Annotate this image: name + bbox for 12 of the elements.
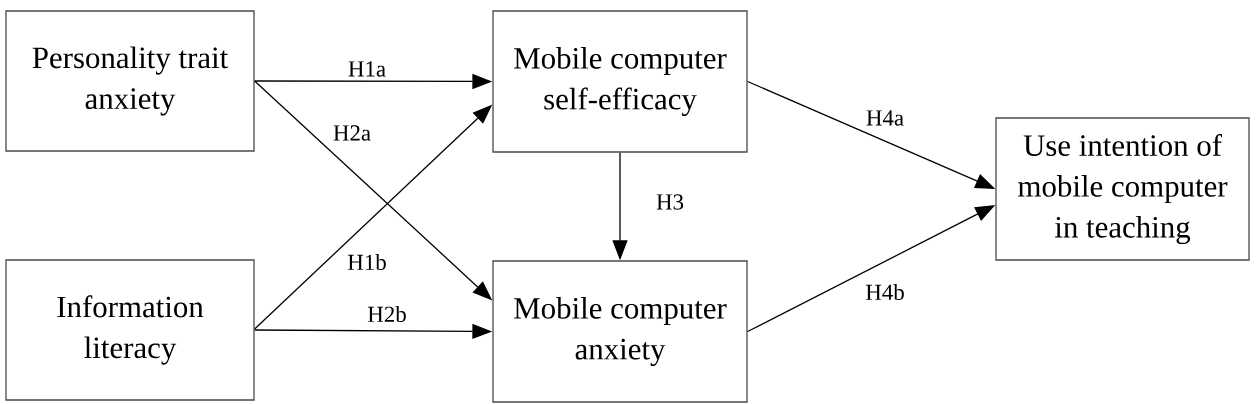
edge-label: H2b <box>366 304 408 324</box>
concept-box: Personality trait anxiety <box>5 10 255 152</box>
edge-label: H1b <box>346 252 388 272</box>
concept-box: Use intention of mobile computer in teaching <box>995 117 1250 261</box>
concept-box: Mobile computer anxiety <box>492 260 748 403</box>
edge-label: H4b <box>864 282 906 302</box>
edge-label: H3 <box>655 193 685 211</box>
edge-label: H1a <box>346 60 388 78</box>
concept-box: Information literacy <box>5 259 255 401</box>
edge-label: H2a <box>331 124 373 142</box>
edge-label: H4a <box>864 109 906 127</box>
concept-box: Mobile computer self-efficacy <box>492 10 748 153</box>
